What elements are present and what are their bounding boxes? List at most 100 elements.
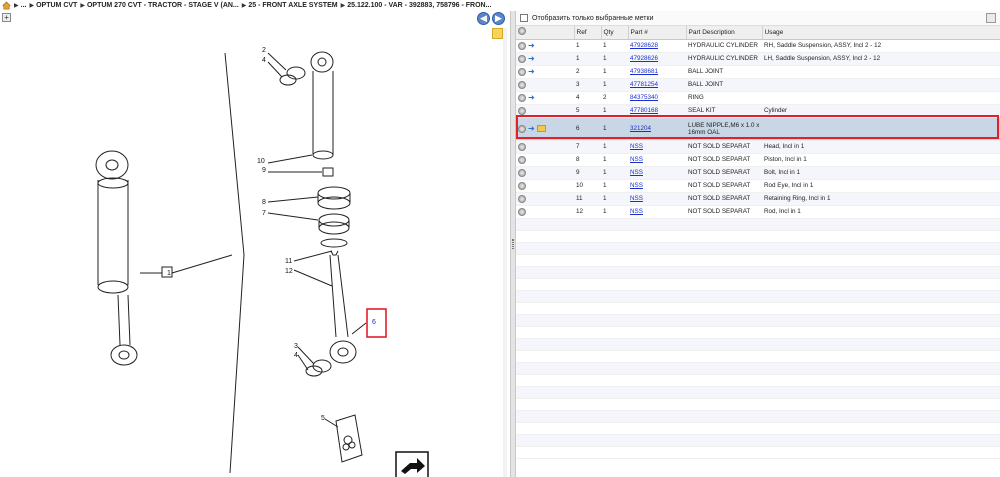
callout-12[interactable]: 12 xyxy=(285,268,293,275)
callout-10[interactable]: 10 xyxy=(257,158,265,165)
row-select-ball-icon[interactable] xyxy=(518,181,526,190)
callout-4-bottom[interactable]: 4 xyxy=(294,352,298,359)
table-cell-part-number[interactable]: 321204 xyxy=(628,117,686,141)
breadcrumb-item-model[interactable]: ▶OPTUM 270 CVT - TRACTOR - STAGE V (AN..… xyxy=(80,2,239,9)
callout-5[interactable]: 5 xyxy=(321,415,325,422)
cart-icon[interactable]: ➜ xyxy=(528,66,535,76)
table-cell-part-number[interactable]: NSS xyxy=(628,153,686,167)
part-number-link[interactable]: NSS xyxy=(630,169,643,176)
part-number-link[interactable]: NSS xyxy=(630,208,643,215)
callout-8[interactable]: 8 xyxy=(262,199,266,206)
table-cell-part-number[interactable]: NSS xyxy=(628,140,686,154)
callout-7[interactable]: 7 xyxy=(262,210,266,217)
row-select-ball-icon[interactable] xyxy=(518,41,526,50)
splitter-grip[interactable] xyxy=(512,239,514,249)
row-select-ball-icon[interactable] xyxy=(518,142,526,151)
part-number-link[interactable]: 321204 xyxy=(630,125,652,132)
row-select-ball-icon[interactable] xyxy=(518,54,526,63)
callout-11[interactable]: 11 xyxy=(285,258,292,265)
empty-cell xyxy=(601,422,628,435)
row-select-ball-icon[interactable] xyxy=(518,194,526,203)
forward-button[interactable]: ▶ xyxy=(492,12,505,25)
table-cell-part-number[interactable]: 47780168 xyxy=(628,104,686,118)
table-cell-description: NOT SOLD SEPARAT xyxy=(686,140,762,154)
callout-1[interactable]: 1 xyxy=(167,270,171,277)
table-cell-usage: Bolt, Incl in 1 xyxy=(762,166,1000,180)
cart-icon[interactable]: ➜ xyxy=(528,92,535,102)
breadcrumb-item-ellipsis[interactable]: ▶... xyxy=(14,2,27,9)
table-cell-ref: 7 xyxy=(574,140,601,154)
cart-icon[interactable]: ➜ xyxy=(528,40,535,50)
select-all-ball-icon[interactable] xyxy=(518,27,526,36)
part-number-link[interactable]: NSS xyxy=(630,195,643,202)
part-number-link[interactable]: NSS xyxy=(630,156,643,163)
part-number-link[interactable]: NSS xyxy=(630,143,643,150)
row-select-ball-icon[interactable] xyxy=(518,80,526,89)
part-number-link[interactable]: 47928626 xyxy=(630,55,659,62)
note-icon[interactable] xyxy=(492,28,503,39)
callout-3[interactable]: 3 xyxy=(294,343,298,350)
part-number-link[interactable]: 47780168 xyxy=(630,107,659,114)
table-cell-part-number[interactable]: NSS xyxy=(628,179,686,193)
row-select-ball-icon[interactable] xyxy=(518,67,526,76)
breadcrumb-item-section[interactable]: ▶25 - FRONT AXLE SYSTEM xyxy=(241,2,338,9)
part-number-link[interactable]: NSS xyxy=(630,182,643,189)
row-select-ball-icon[interactable] xyxy=(518,207,526,216)
table-cell-part-number[interactable]: NSS xyxy=(628,205,686,219)
header-description[interactable]: Part Description xyxy=(686,26,763,40)
table-cell-part-number[interactable]: 84375340 xyxy=(628,91,686,105)
breadcrumb-item-series[interactable]: ▶OPTUM CVT xyxy=(29,2,78,9)
empty-cell xyxy=(574,422,601,435)
table-cell-part-number[interactable]: 47781254 xyxy=(628,78,686,92)
show-selected-only-checkbox[interactable] xyxy=(520,14,528,22)
row-select-ball-icon[interactable] xyxy=(518,168,526,177)
folder-icon[interactable] xyxy=(536,125,546,132)
empty-table-row xyxy=(516,230,1000,243)
table-cell-part-number[interactable]: NSS xyxy=(628,192,686,206)
filter-note-icon[interactable] xyxy=(986,13,996,23)
part-number-link[interactable]: 47938681 xyxy=(630,68,659,75)
header-qty[interactable]: Qty xyxy=(601,26,629,40)
empty-cell xyxy=(574,218,601,231)
diagram-scrollbar[interactable] xyxy=(503,28,507,477)
callout-6[interactable]: 6 xyxy=(372,319,376,326)
table-cell-part-number[interactable]: 47928628 xyxy=(628,39,686,53)
row-select-ball-icon[interactable] xyxy=(518,106,526,115)
table-cell-part-number[interactable]: 47938681 xyxy=(628,65,686,79)
part-number-link[interactable]: 47781254 xyxy=(630,81,659,88)
header-ref[interactable]: Ref xyxy=(574,26,602,40)
breadcrumb-item-group[interactable]: ▶25.122.100 - VAR - 392883, 758796 - FRO… xyxy=(340,2,492,9)
callout-4-top[interactable]: 4 xyxy=(262,57,266,64)
zoom-tool-button[interactable]: + xyxy=(2,13,11,22)
row-select-ball-icon[interactable] xyxy=(518,93,526,102)
row-select-ball-icon[interactable] xyxy=(518,124,526,133)
row-select-ball-icon[interactable] xyxy=(518,155,526,164)
home-icon[interactable] xyxy=(2,1,11,10)
table-cell-part-number[interactable]: NSS xyxy=(628,166,686,180)
part-number-link[interactable]: 47928628 xyxy=(630,42,659,49)
cart-icon[interactable]: ➜ xyxy=(528,123,535,133)
part-number-link[interactable]: 84375340 xyxy=(630,94,659,101)
table-cell-part-number[interactable]: 47928626 xyxy=(628,52,686,66)
back-button[interactable]: ◀ xyxy=(477,12,490,25)
header-part-number[interactable]: Part # xyxy=(628,26,687,40)
pane-splitter[interactable] xyxy=(510,11,516,477)
export-icon[interactable] xyxy=(395,451,429,477)
callout-9[interactable]: 9 xyxy=(262,167,266,174)
callout-2[interactable]: 2 xyxy=(262,47,266,54)
cart-icon[interactable]: ➜ xyxy=(528,53,535,63)
header-usage[interactable]: Usage xyxy=(762,26,1000,40)
